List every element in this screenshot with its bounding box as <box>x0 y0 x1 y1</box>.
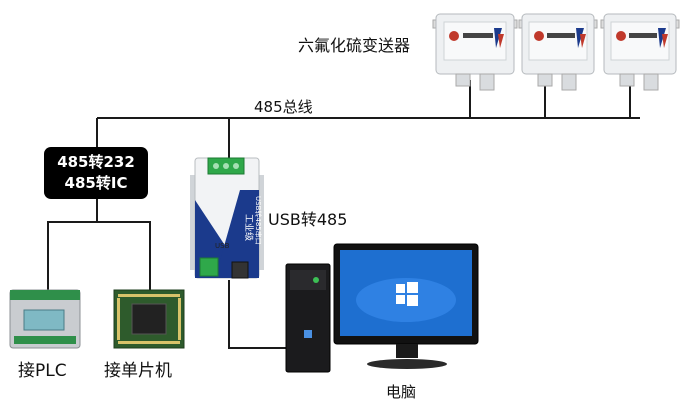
mcu-board <box>113 289 185 349</box>
mcu-label: 接单片机 <box>104 361 172 381</box>
usb-to-485-module: 工业级 USB转485串口 USB <box>190 157 264 279</box>
usb-port-text: USB <box>215 242 230 250</box>
bus-label: 485总线 <box>254 98 313 116</box>
sensor-transmitter-3 <box>600 13 680 91</box>
converter-label-line1: 485转232 <box>57 153 135 171</box>
sensor-transmitter-2 <box>518 13 598 91</box>
wiring <box>47 80 640 349</box>
converter-label-line2: 485转IC <box>64 174 128 192</box>
module-brand-text: 工业级 <box>243 214 255 241</box>
sensor-transmitters-label: 六氟化硫变送器 <box>298 36 411 55</box>
plc-label: 接PLC <box>18 361 67 381</box>
power-button-icon <box>313 277 319 283</box>
monitor <box>333 243 479 369</box>
sensor-transmitter-1 <box>432 13 518 91</box>
converter-box: 485转232 485转IC <box>44 147 148 199</box>
usb-to-pc <box>228 280 296 349</box>
converter-to-branches <box>47 199 98 290</box>
usb-converter-label: USB转485 <box>268 210 348 229</box>
computer-label: 电脑 <box>386 383 417 401</box>
usb-port <box>231 261 249 279</box>
branch-to-mcu <box>97 221 151 290</box>
plc-device <box>9 289 81 349</box>
pc-tower <box>285 263 331 373</box>
windows-logo-icon <box>396 282 418 306</box>
module-model-text: USB转485串口 <box>254 196 263 245</box>
